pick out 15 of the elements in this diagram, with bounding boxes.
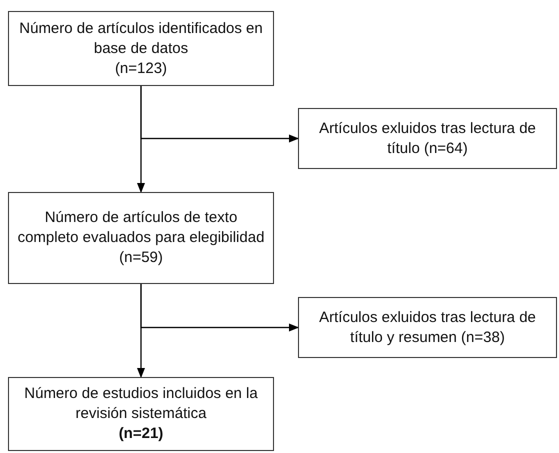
box-text: Número de artículos de texto completo evaluados para elegibilidad <box>17 208 265 248</box>
process-box <box>8 192 274 284</box>
process-box <box>8 377 274 451</box>
box-text: Número de estudios incluidos en la revisión sistemática <box>23 384 259 424</box>
box-text: Artículos exluidos tras lectura de título y resumen (n=38) <box>318 308 537 348</box>
process-box <box>298 297 557 358</box>
arrow <box>140 86 299 142</box>
box-text: (n=21) <box>118 424 164 444</box>
box-text: (n=123) <box>114 58 168 78</box>
process-box <box>8 11 274 86</box>
process-box <box>298 108 557 169</box>
box-text: (n=59) <box>119 248 163 268</box>
box-text: Número de artículos identificados en base de datos <box>18 18 264 58</box>
arrow <box>140 284 299 332</box>
box-text: Artículos exluidos tras lectura de título (n=64) <box>318 118 537 158</box>
